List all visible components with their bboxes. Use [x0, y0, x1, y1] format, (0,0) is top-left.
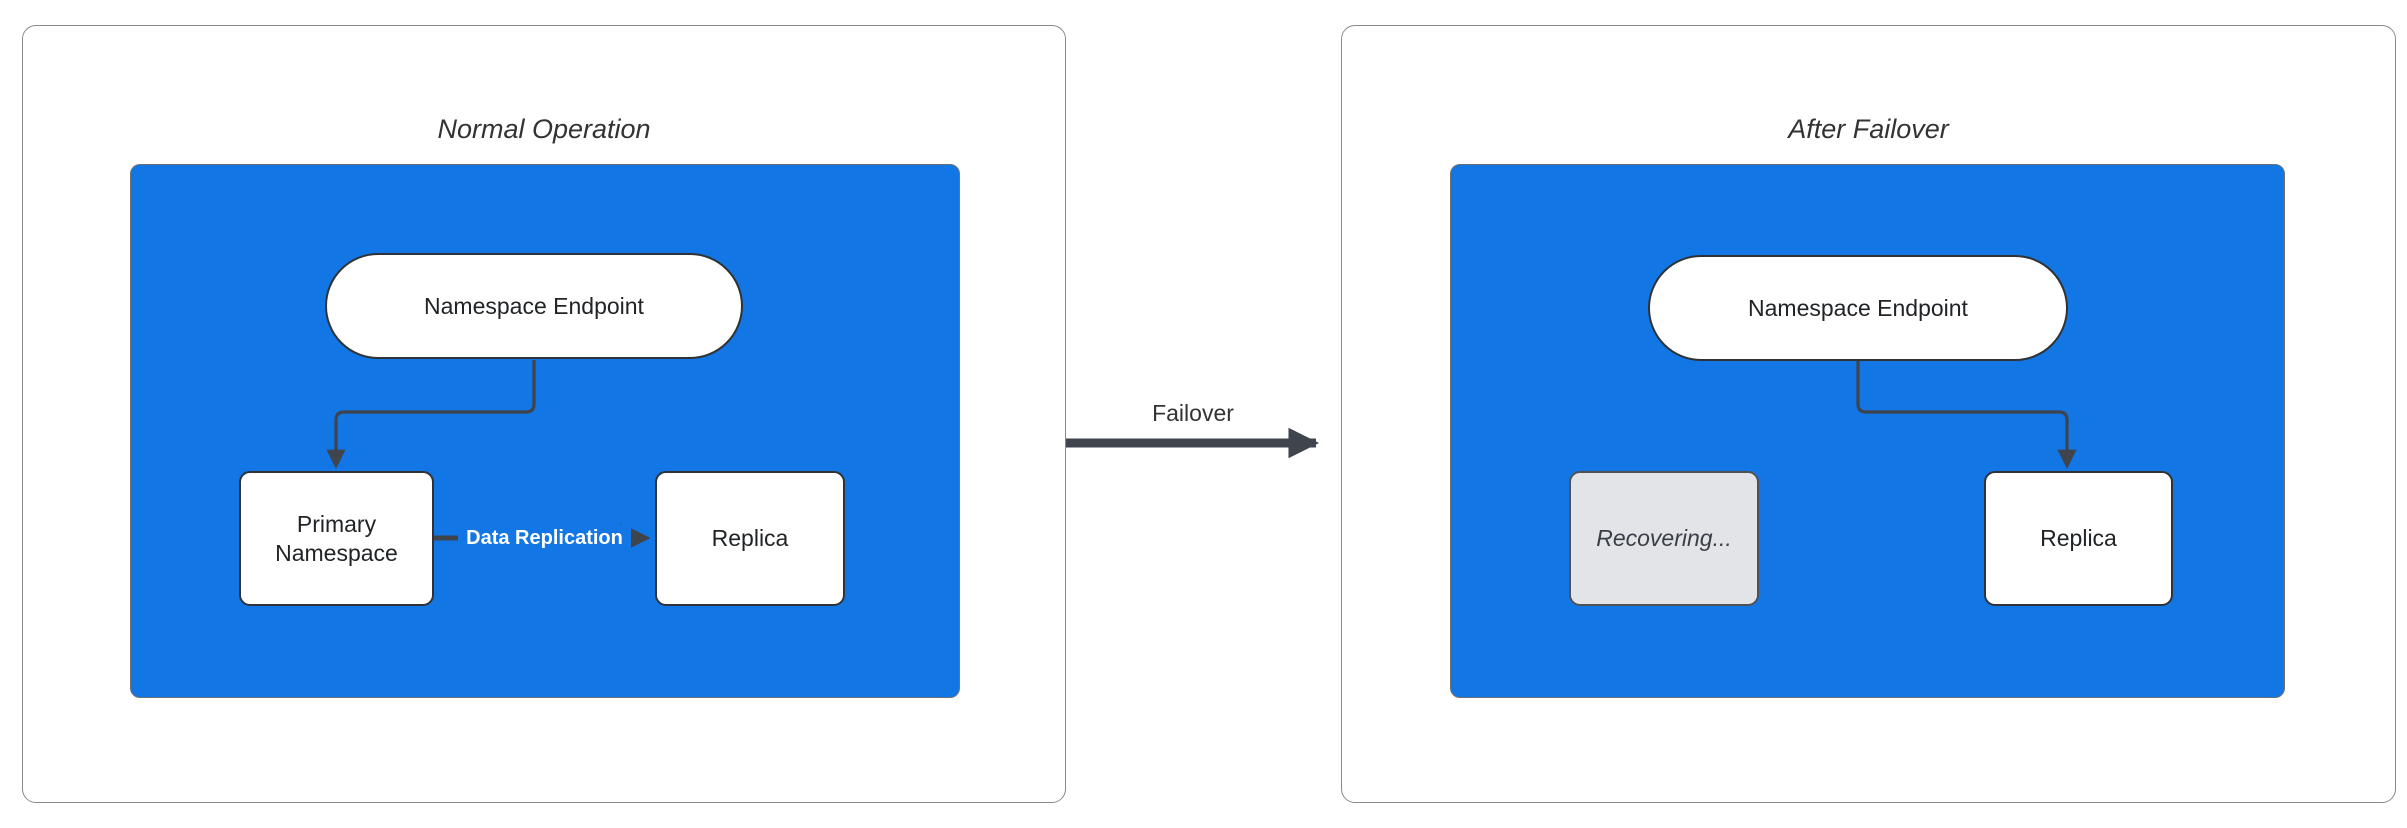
- node-label: Namespace Endpoint: [1748, 294, 1968, 321]
- edge-label-failover: Failover: [1152, 399, 1234, 426]
- node-recovering: Recovering...: [1569, 471, 1759, 606]
- panel-title-after-failover: After Failover: [1788, 114, 1949, 144]
- node-replica-left: Replica: [655, 471, 845, 606]
- node-label: Primary Namespace: [275, 510, 398, 566]
- subgraph-container-failover: [1450, 164, 2285, 698]
- node-replica-right: Replica: [1984, 471, 2173, 606]
- panel-title-normal-operation: Normal Operation: [437, 114, 651, 144]
- edge-label-data-replication: Data Replication: [434, 520, 655, 556]
- node-label: Namespace Endpoint: [424, 292, 644, 319]
- node-label: Replica: [711, 525, 789, 551]
- node-label: Replica: [2040, 525, 2117, 551]
- subgraph-container-normal: [130, 164, 960, 698]
- node-namespace-endpoint-right: Namespace Endpoint: [1648, 255, 2068, 361]
- node-label: Recovering...: [1596, 525, 1732, 551]
- node-namespace-endpoint-left: Namespace Endpoint: [325, 253, 743, 359]
- node-primary-namespace: Primary Namespace: [239, 471, 434, 606]
